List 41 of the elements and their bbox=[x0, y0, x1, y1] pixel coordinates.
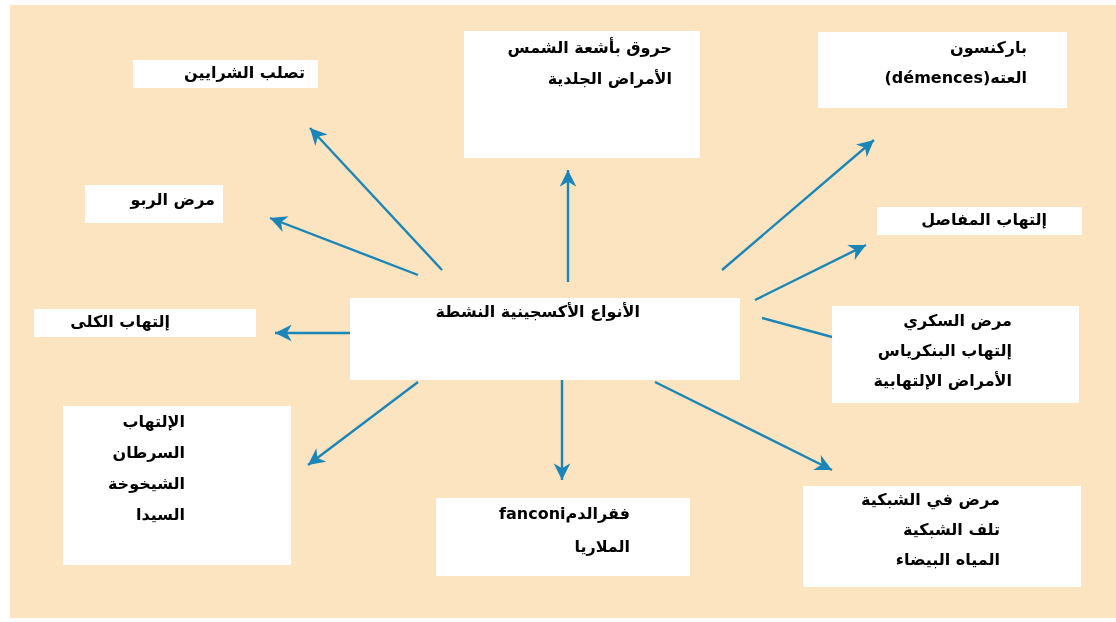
node-text: تلف الشبكية bbox=[903, 520, 1000, 540]
node-text: حروق بأشعة الشمس bbox=[507, 38, 672, 58]
node-text: المياه البيضاء bbox=[895, 550, 1000, 570]
text-box bbox=[133, 60, 318, 88]
node-text: السرطان bbox=[112, 443, 185, 463]
arrow bbox=[553, 380, 571, 480]
arrow bbox=[307, 381, 419, 466]
node-text: إلتهاب البنكرياس bbox=[877, 341, 1012, 361]
text-box bbox=[34, 309, 256, 337]
node-text: إلتهاب الكلى bbox=[70, 312, 170, 332]
node-text: مرض الربو bbox=[130, 190, 215, 210]
arrow bbox=[269, 216, 419, 277]
arrow bbox=[309, 127, 443, 271]
arrow bbox=[559, 170, 577, 282]
node-text: إلتهاب المفاصل bbox=[921, 210, 1047, 230]
node-text: باركنسون bbox=[949, 38, 1027, 58]
arrow bbox=[721, 139, 875, 271]
text-box bbox=[803, 486, 1081, 587]
arrow bbox=[754, 243, 867, 302]
node-text: العته(démences) bbox=[884, 68, 1027, 88]
node-text: السيدا bbox=[135, 505, 185, 525]
text-box bbox=[350, 298, 740, 380]
text-box bbox=[63, 406, 291, 565]
node-text: مرض السكري bbox=[903, 311, 1012, 331]
arrow bbox=[654, 380, 833, 472]
node-text: الملاريا bbox=[574, 537, 630, 557]
text-box bbox=[436, 498, 690, 576]
text-box bbox=[85, 185, 223, 223]
text-box bbox=[818, 32, 1067, 108]
node-text: الأمراض الجلدية bbox=[547, 69, 672, 89]
node-text: الأنواع الأكسجينية النشطة bbox=[435, 302, 640, 322]
node-text: الأمراض الإلتهابية bbox=[873, 371, 1012, 391]
node-text: مرض في الشبكية bbox=[860, 490, 1000, 510]
node-text: الإلتهاب bbox=[122, 412, 185, 432]
text-box bbox=[464, 31, 700, 158]
text-box bbox=[832, 306, 1079, 403]
node-text: تصلب الشرايين bbox=[184, 63, 305, 83]
text-box bbox=[877, 207, 1082, 235]
node-text: الشيخوخة bbox=[107, 474, 185, 494]
node-text: فقرالدمfanconi bbox=[499, 504, 630, 524]
arrow bbox=[275, 324, 350, 342]
